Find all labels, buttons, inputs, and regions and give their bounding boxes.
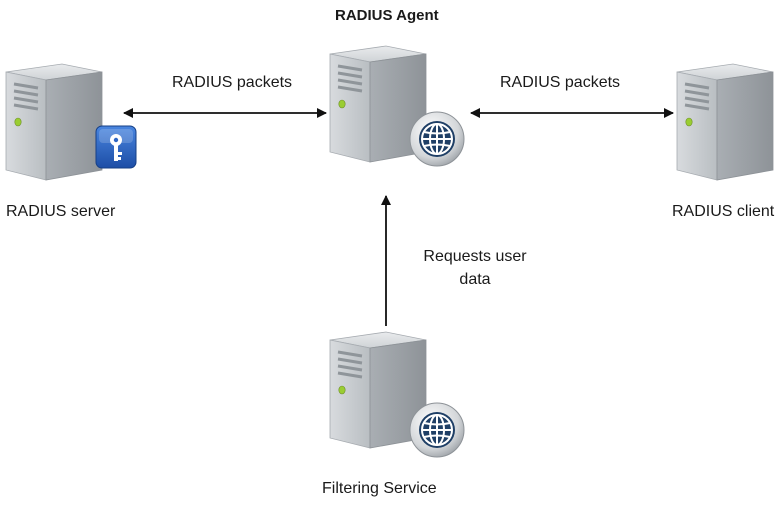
filtering-service-node — [328, 330, 465, 458]
edge-label-agent-client: RADIUS packets — [500, 74, 621, 91]
agent-title: RADIUS Agent — [335, 7, 439, 24]
server-label: RADIUS server — [6, 203, 116, 220]
globe-icon — [409, 111, 465, 167]
edge-label-requests-line2: data — [459, 271, 491, 288]
radius-agent-node — [328, 44, 465, 167]
radius-client-node — [675, 62, 775, 182]
globe-icon — [409, 402, 465, 458]
edge-label-requests-line1: Requests user — [423, 248, 527, 265]
client-label: RADIUS client — [672, 203, 775, 220]
radius-server-node — [4, 62, 137, 182]
filtering-label: Filtering Service — [322, 480, 437, 497]
key-icon — [95, 125, 137, 169]
edge-label-server-agent: RADIUS packets — [172, 74, 293, 91]
